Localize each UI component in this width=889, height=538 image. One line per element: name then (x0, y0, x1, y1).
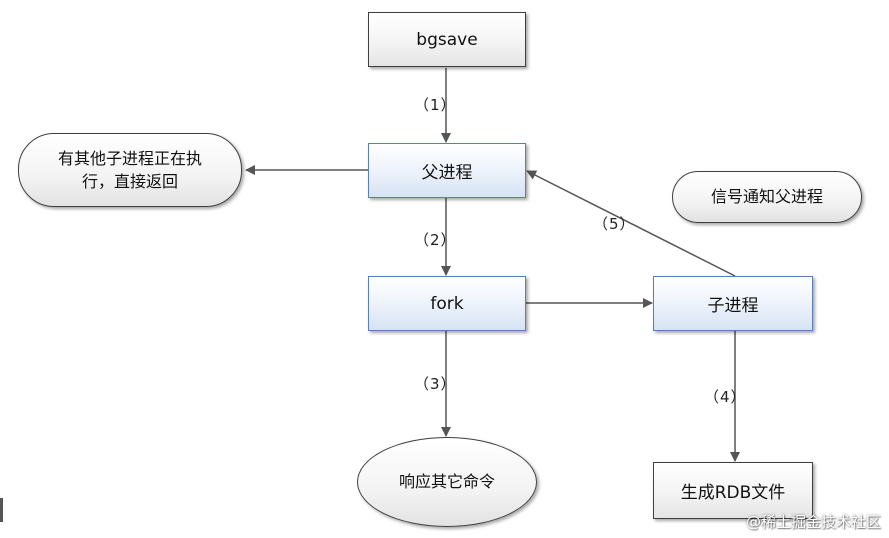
step-label-2: （2） (414, 231, 457, 249)
node-bgsave: bgsave (368, 12, 526, 67)
arrow-child-to-parent (526, 170, 736, 277)
note-signal-parent: 信号通知父进程 (672, 171, 862, 223)
step-label-4: （4） (704, 388, 747, 406)
node-child-process: 子进程 (653, 276, 813, 331)
left-edge-mark (0, 498, 3, 522)
step-label-5: （5） (593, 215, 636, 233)
other-child-line-2: 行，直接返回 (81, 172, 178, 191)
node-fork: fork (368, 276, 526, 331)
node-other-child-running: 有其他子进程正在执 行，直接返回 (18, 133, 242, 207)
node-generate-rdb: 生成RDB文件 (653, 462, 813, 519)
step-label-1: （1） (414, 96, 457, 114)
watermark: @稀土掘金技术社区 (745, 513, 881, 531)
step-label-3: （3） (414, 375, 457, 393)
node-parent-process: 父进程 (368, 143, 526, 198)
node-respond-other-commands: 响应其它命令 (357, 437, 537, 527)
other-child-line-1: 有其他子进程正在执 (57, 148, 202, 168)
